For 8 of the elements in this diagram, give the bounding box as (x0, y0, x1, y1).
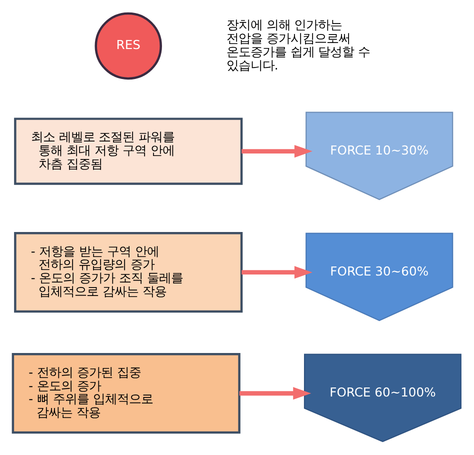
label: 장치에 의해 인가하는 전압을 증가시킴으로써 온도증가를 쉽게 달성할 수 있습니다. (226, 18, 370, 72)
arrow (242, 145, 312, 158)
node-box: - 전하의 증가된 집중 - 온도의 증가 - 뼈 주위를 입체적으로 감싸는 작용 (12, 353, 240, 434)
node-box: 최소 레벨로 조절된 파워를 통해 최대 저항 구역 안에 차츰 집중됨 (14, 118, 243, 185)
arrow (239, 387, 312, 400)
node-circle: RES (94, 12, 162, 80)
node-box: - 저항을 받는 구역 안에 전하의 유입량의 증가 - 온도의 증가가 조직 둘레를 입체적으로 감싸는 작용 (14, 232, 243, 313)
arrow (242, 266, 312, 279)
